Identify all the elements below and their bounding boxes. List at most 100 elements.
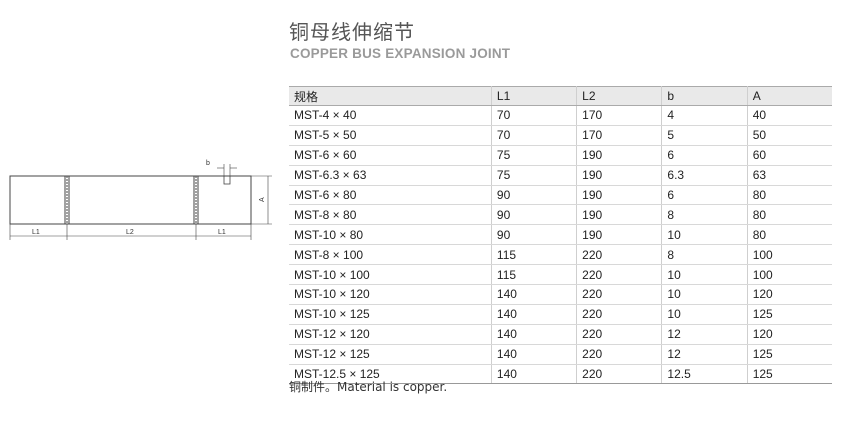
table-cell: 140 (491, 284, 578, 305)
table-cell: 80 (747, 224, 832, 246)
table-cell: 12.5 (661, 364, 748, 385)
table-cell: 115 (491, 264, 578, 286)
table-cell: 75 (491, 145, 578, 166)
table-cell: 4 (661, 105, 748, 126)
table-cell: 220 (576, 264, 663, 286)
table-cell: 170 (576, 105, 663, 126)
table-cell: 70 (491, 105, 578, 126)
table-cell: 125 (747, 344, 832, 365)
joint-body (9, 175, 252, 225)
table-cell: 80 (747, 204, 832, 226)
table-cell: MST-6 × 80 (289, 185, 492, 206)
table-cell: 12 (661, 324, 748, 345)
table-cell: MST-8 × 100 (289, 244, 492, 266)
table-cell: 10 (661, 304, 748, 325)
table-cell: 10 (661, 284, 748, 305)
table-cell: 90 (491, 185, 578, 206)
table-cell: 60 (747, 145, 832, 166)
table-cell: MST-12 × 125 (289, 344, 492, 365)
table-cell: 170 (576, 125, 663, 146)
table-cell: MST-10 × 80 (289, 224, 492, 246)
table-cell: 75 (491, 165, 578, 186)
table-cell: 40 (747, 105, 832, 126)
header-a: A (747, 86, 832, 106)
table-cell: 190 (576, 165, 663, 186)
label-l1-right: L1 (218, 229, 226, 236)
label-l2: L2 (126, 229, 134, 236)
table-cell: 190 (576, 224, 663, 246)
table-cell: 140 (491, 344, 578, 365)
table-cell: 220 (576, 304, 663, 325)
table-cell: 100 (747, 244, 832, 266)
table-cell: 8 (661, 244, 748, 266)
page-title: 铜母线伸缩节 (289, 20, 415, 44)
table-cell: 6.3 (661, 165, 748, 186)
page-subtitle: COPPER BUS EXPANSION JOINT (290, 46, 511, 61)
table-cell: 220 (576, 364, 663, 385)
table-cell: 125 (747, 304, 832, 325)
table-cell: 220 (576, 244, 663, 266)
table-header-row: 规格 L1 L2 b A (289, 86, 832, 106)
table-cell: 8 (661, 204, 748, 226)
label-b: b (206, 160, 210, 167)
header-l2: L2 (576, 86, 663, 106)
label-a: A (259, 197, 266, 202)
table-cell: 220 (576, 344, 663, 365)
table-cell: 190 (576, 185, 663, 206)
table-cell: 120 (747, 324, 832, 345)
table-cell: 115 (491, 244, 578, 266)
table-cell: 190 (576, 204, 663, 226)
table-cell: MST-12.5 × 125 (289, 364, 492, 385)
label-l1-left: L1 (32, 229, 40, 236)
table-cell: MST-6.3 × 63 (289, 165, 492, 186)
table-cell: 5 (661, 125, 748, 146)
table-cell: 10 (661, 224, 748, 246)
table-cell: 220 (576, 284, 663, 305)
table-cell: 220 (576, 324, 663, 345)
right-flex-section (193, 176, 199, 224)
table-cell: 90 (491, 224, 578, 246)
table-cell: MST-10 × 125 (289, 304, 492, 325)
left-flex-section (64, 176, 70, 224)
table-cell: MST-8 × 80 (289, 204, 492, 226)
table-cell: 90 (491, 204, 578, 226)
table-cell: 125 (747, 364, 832, 385)
table-cell: MST-12 × 120 (289, 324, 492, 345)
table-cell: 6 (661, 145, 748, 166)
table-cell: MST-6 × 60 (289, 145, 492, 166)
table-cell: 140 (491, 324, 578, 345)
table-cell: 6 (661, 185, 748, 206)
header-spec: 规格 (289, 86, 492, 106)
table-cell: 140 (491, 364, 578, 385)
table-cell: 140 (491, 304, 578, 325)
expansion-joint-diagram: b A L1 L2 L1 (9, 160, 272, 240)
table-cell: 63 (747, 165, 832, 186)
table-cell: 190 (576, 145, 663, 166)
thickness-marker (223, 175, 231, 185)
table-cell: 50 (747, 125, 832, 146)
material-note: 铜制件。Material is copper. (289, 380, 448, 394)
header-l1: L1 (491, 86, 578, 106)
table-cell: 70 (491, 125, 578, 146)
table-cell: 12 (661, 344, 748, 365)
table-cell: 10 (661, 264, 748, 286)
table-cell: MST-5 × 50 (289, 125, 492, 146)
table-cell: 80 (747, 185, 832, 206)
table-cell: MST-4 × 40 (289, 105, 492, 126)
table-cell: MST-10 × 120 (289, 284, 492, 305)
table-cell: 100 (747, 264, 832, 286)
